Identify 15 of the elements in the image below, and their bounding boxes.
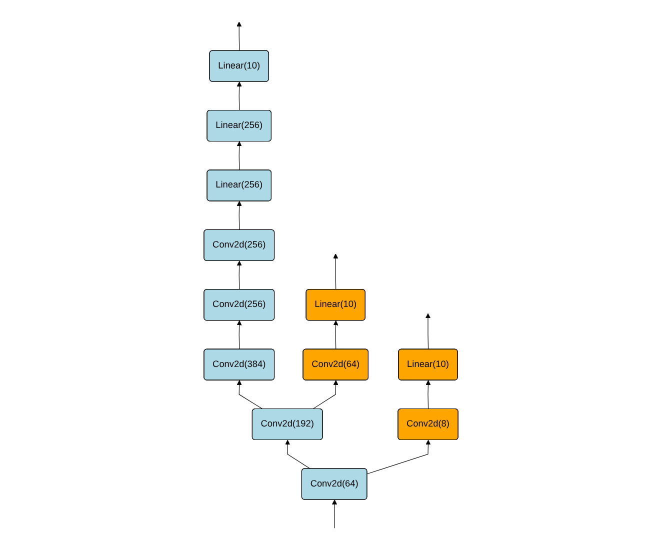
arrow bbox=[236, 82, 242, 111]
arrow bbox=[312, 380, 338, 410]
arrow bbox=[236, 320, 242, 350]
arrow bbox=[236, 22, 242, 52]
arrow bbox=[366, 440, 431, 474]
arrow bbox=[425, 313, 431, 350]
arrow bbox=[236, 141, 242, 171]
arrow bbox=[236, 201, 242, 230]
arrow bbox=[333, 320, 338, 350]
arrow bbox=[333, 254, 338, 290]
arrow bbox=[236, 380, 263, 410]
arrow bbox=[332, 500, 338, 528]
arrow bbox=[285, 440, 310, 470]
arrow bbox=[236, 260, 242, 290]
arrow bbox=[426, 380, 431, 410]
